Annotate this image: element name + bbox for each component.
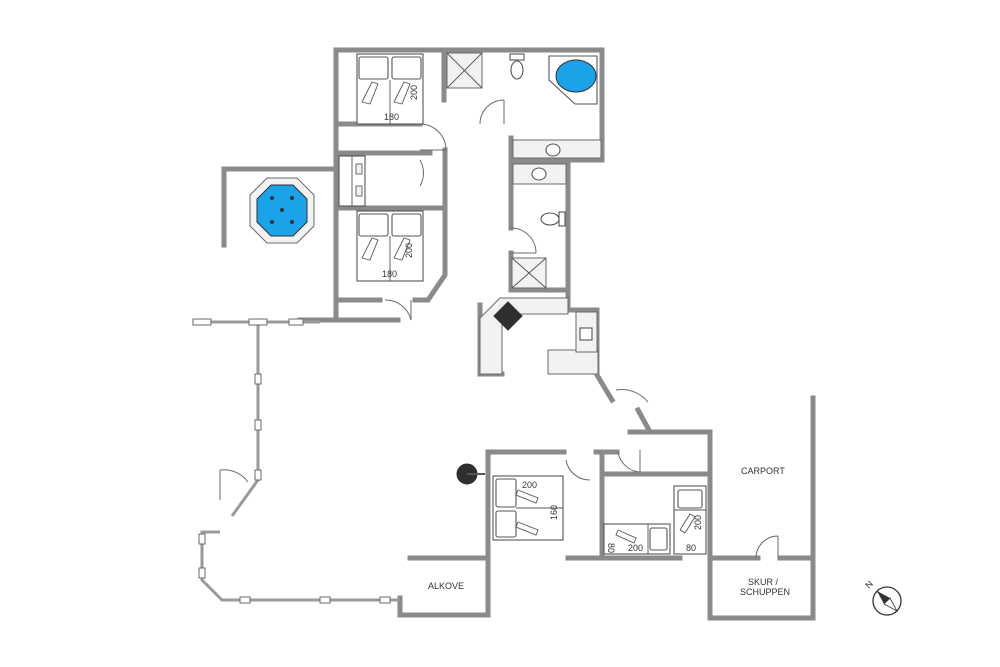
label-carport: CARPORT [741,466,785,476]
bathroom-1 [446,52,602,159]
doors [219,99,779,559]
bunk-upper-length: 200 [693,515,703,530]
bed-mid-width: 180 [382,269,397,279]
compass-north-label: N [863,579,875,591]
glass-terrace [192,318,400,604]
bed-top-length: 200 [409,85,419,100]
bed-low-length: 200 [522,480,537,490]
bunk-upper-width: 80 [686,543,696,553]
bed-top: 180 200 [356,53,424,125]
label-shed-line2: SCHUPPEN [740,587,790,597]
compass-icon: N [863,579,902,616]
bed-low-width: 160 [549,505,559,520]
kitchen [479,297,599,375]
hot-tub [249,177,315,244]
walls [221,47,816,621]
label-shed: SKUR / [748,577,779,587]
bed-low: 200 160 [492,475,564,541]
bathroom-2 [511,163,567,289]
bed-mid: 180 200 [356,210,424,282]
wardrobe [338,155,366,207]
bunk-beds: 200 80 200 80 [603,485,707,555]
label-alkove: ALKOVE [428,581,464,591]
bed-mid-length: 200 [404,243,414,258]
wood-stove [456,463,485,485]
bed-top-width: 180 [384,112,399,122]
bunk-lower-length: 200 [628,543,643,553]
bunk-lower-width: 80 [606,543,616,553]
